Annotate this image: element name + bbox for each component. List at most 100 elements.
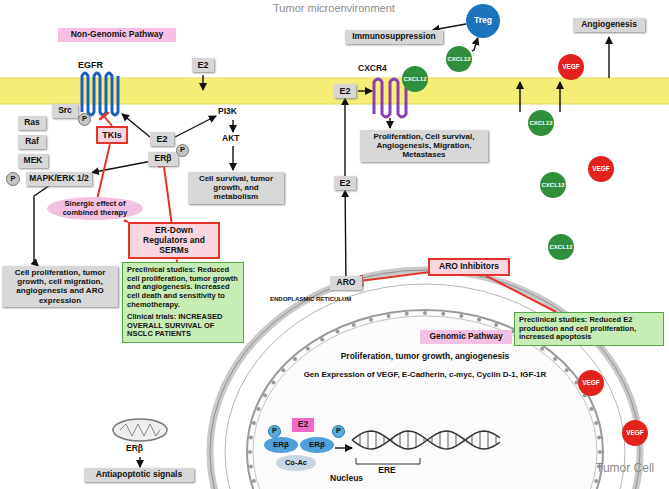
chemokine-circle: CXCL12 [528,110,554,136]
node-text: ERβ [273,440,289,449]
process-box: Angiogenesis [573,18,645,32]
therapy-box: ARO Inhibitors [428,258,510,276]
node-text: MEK [21,156,45,166]
arrow-connector [98,144,110,197]
therapy-box: ER-Down Regulators and SERMs [128,222,220,259]
text-label: PI3K [218,107,252,117]
node-text: CXCL12 [529,120,552,127]
node-text: CXCL12 [541,182,564,189]
text-label: ERβ [126,444,156,454]
node-text: Immunosuppression [348,32,440,42]
process-box: E2 [334,84,356,98]
text-label: CXCR4 [358,64,398,74]
pathway-box: Genomic Pathway [420,330,512,344]
process-box: Ras [18,116,46,130]
process-box: E2 [150,132,174,146]
node-text: Co-Ac [285,459,307,468]
cxcr4-receptor [374,79,406,117]
node-text: Genomic Pathway [423,332,509,342]
ligand-box: E2 [292,418,314,432]
process-box: Cell proliferation, tumor growth, cell m… [2,266,118,307]
process-box: Cell survival, tumor growth, and metabol… [188,172,284,204]
node-text: E2 [153,134,171,144]
process-box: Raf [18,135,46,149]
node-text: Cell survival, tumor growth, and metabol… [191,174,281,202]
text-label: Nucleus [330,474,380,484]
node-text: Non-Genomic Pathway [61,30,173,40]
node-text: ERβ [151,154,175,164]
vegf-circle: VEGF [558,54,584,80]
node-text: E2 [337,178,353,188]
receptor-ellipse: ERβ [300,437,334,453]
node-text: E2 [295,420,311,430]
chemokine-circle: CXCL12 [548,234,574,260]
process-box: Antiapoptotic signals [84,468,194,482]
text-label: AKT [222,134,252,144]
node-text: VEGF [582,379,600,386]
study-box: Preclinical studies: Reduced E2 producti… [514,312,664,346]
chemokine-circle: CXCL12 [540,172,566,198]
node-text: TKIs [101,130,123,140]
process-box: ERβ [148,152,178,166]
study-box: Preclinical studies: Reduced cell prolif… [122,262,244,343]
node-text: Raf [21,137,43,147]
node-text: P [180,146,185,155]
pathway-box: Non-Genomic Pathway [58,28,176,42]
arrow-connector [486,276,556,312]
text-label: EGFR [78,60,118,70]
endoplasmic-reticulum [210,270,640,489]
node-text: Sinergic effect of combined therapy [55,200,135,217]
effect-ellipse: Sinergic effect of combined therapy [47,197,143,220]
arrow-connector [344,190,346,276]
dna-helix [352,431,500,449]
inhibition-line [164,166,172,222]
text-label: ERE [372,466,402,476]
arrow-connector [344,98,345,176]
chemokine-circle: CXCL12 [402,66,428,92]
text-label: Tumor microenvironment [234,2,434,15]
arrow-connector [34,186,49,266]
process-box: ARO [330,276,362,290]
node-text: VEGF [562,63,580,70]
inhibition-line [362,272,428,281]
treg-circle: Treg [466,4,500,38]
process-box: Proliferation, Cell survival, Angiogenes… [360,130,488,162]
node-text: ARO [333,278,359,288]
process-box: MEK [18,154,48,168]
coactivator-ellipse: Co-Ac [276,455,316,471]
node-text: Cell proliferation, tumor growth, cell m… [5,268,115,305]
node-text: VEGF [626,429,644,436]
node-text: ER-Down Regulators and SERMs [133,226,215,255]
receptor-ellipse: ERβ [264,437,298,453]
arrow-connector [472,38,478,51]
node-text: E2 [195,60,211,70]
node-text: Clinical trials: INCREASED OVERALL SURVI… [127,313,239,339]
node-text: Ras [21,118,43,128]
node-text: Preclinical studies: Reduced cell prolif… [127,266,239,309]
node-text: P [272,427,277,436]
process-box: MAPK/ERK 1/2 [26,172,92,186]
arrow-connector [92,162,148,173]
node-text: Preclinical studies: Reduced E2 producti… [519,316,659,342]
node-text: CXCL12 [447,56,470,63]
phospho-circle: P [332,425,345,438]
node-text: P [82,115,87,124]
node-text: Treg [474,16,492,26]
node-text: CXCL12 [403,76,426,83]
egfr-receptor [82,73,118,115]
process-box: Src [52,104,78,118]
vegf-circle: VEGF [622,420,648,446]
text-label: Gen Expression of VEGF, E-Cadherin, c-my… [300,370,550,379]
node-text: Src [55,106,75,116]
text-label: Proliferation, tumor growth, angiogenesi… [322,352,528,362]
node-text: P [10,175,15,184]
chemokine-circle: CXCL12 [446,46,472,72]
phospho-circle: P [176,144,189,157]
node-text: ERβ [309,440,325,449]
node-text: MAPK/ERK 1/2 [29,174,89,184]
text-label: ENDOPLASMIC RETICULUM [270,296,390,303]
vegf-circle: VEGF [588,156,614,182]
therapy-box: TKIs [96,126,128,144]
node-text: CXCL12 [549,244,572,251]
phospho-circle: P [78,113,91,126]
